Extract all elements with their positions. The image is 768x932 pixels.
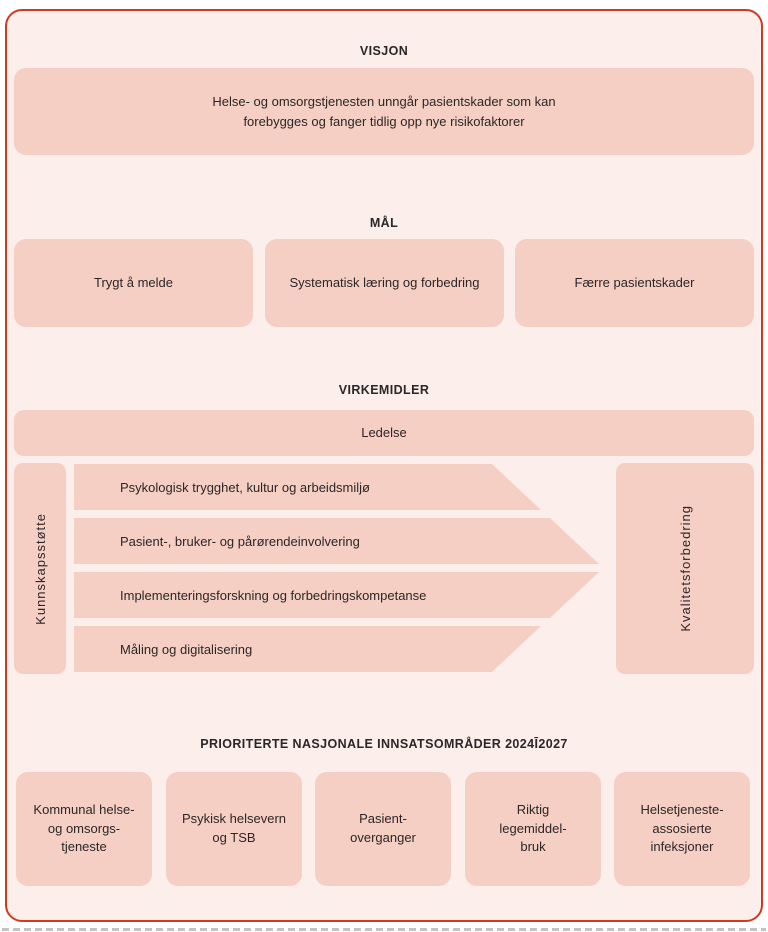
arrow-bar-measurement-digitalisation: Måling og digitalisering	[74, 626, 541, 672]
knowledge-support-pillar: Kunnskapsstøtte	[14, 463, 66, 674]
priority-box-kommunal-helse: Kommunal helse- og omsorgs- tjeneste	[16, 772, 152, 886]
priority-box-riktig-legemiddelbruk: Riktig legemiddel- bruk	[465, 772, 601, 886]
goal-box-systematisk-laering: Systematisk læring og forbedring	[265, 239, 504, 327]
knowledge-support-label: Kunnskapsstøtte	[32, 512, 48, 625]
quality-improvement-label: Kvalitetsforbedring	[677, 505, 693, 632]
priority-box-psykisk-helsevern: Psykisk helsevern og TSB	[166, 772, 302, 886]
leadership-bar: Ledelse	[14, 410, 754, 456]
arrow-bar-patient-involvement: Pasient-, bruker- og pårørendeinvolverin…	[74, 518, 599, 564]
goal-box-trygt-a-melde: Trygt å melde	[14, 239, 253, 327]
quality-improvement-pillar: Kvalitetsforbedring	[616, 463, 754, 674]
means-heading: VIRKEMIDLER	[338, 383, 430, 397]
arrow-bar-implementation-research: Implementeringsforskning og forbedringsk…	[74, 572, 599, 618]
priorities-heading: PRIORITERTE NASJONALE INNSATSOMRÅDER 202…	[200, 737, 568, 751]
priority-box-infeksjoner: Helsetjeneste- assosierte infeksjoner	[614, 772, 750, 886]
arrow-bar-psychological-safety: Psykologisk trygghet, kultur og arbeidsm…	[74, 464, 541, 510]
perforation-line	[2, 928, 766, 931]
vision-box: Helse- og omsorgstjenesten unngår pasien…	[14, 68, 754, 155]
vision-heading: VISJON	[359, 44, 409, 58]
goal-box-faerre-pasientskader: Færre pasientskader	[515, 239, 754, 327]
goals-heading: MÅL	[369, 216, 399, 230]
priority-box-pasientoverganger: Pasient- overganger	[315, 772, 451, 886]
